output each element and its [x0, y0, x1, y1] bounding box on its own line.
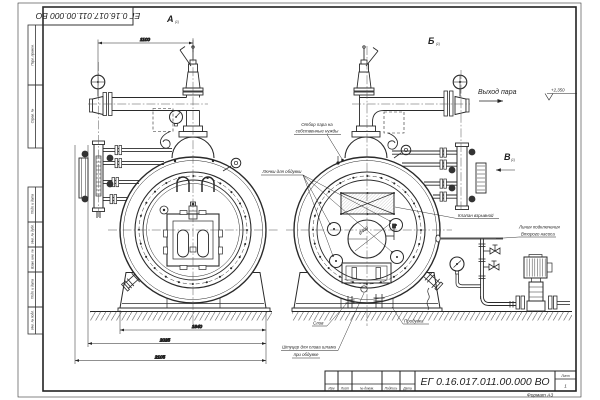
pressure-gauge-pump	[449, 256, 481, 288]
hand-holes	[327, 218, 404, 268]
col-izm: Изм	[329, 387, 336, 391]
view-label-v: В	[504, 152, 511, 162]
title-block: Изм Лист № докум. Подпись Дата ЕГ 0.16.0…	[324, 370, 577, 399]
centerlines	[88, 38, 470, 326]
svg-text:Клапан взрывной: Клапан взрывной	[458, 213, 494, 218]
margin-label: Инв. № дубл.	[30, 224, 34, 244]
dim-2025: 2025	[159, 338, 171, 343]
svg-text:при обдувке: при обдувке	[294, 352, 319, 357]
view-label-a-sub: (1)	[175, 20, 179, 24]
explosion-valve-port	[340, 192, 395, 215]
margin-label: Подп. и дата	[30, 194, 34, 214]
svg-text:Слив: Слив	[313, 321, 324, 326]
title-designation: ЕГ 0.16.017.011.00.000 ВО	[420, 376, 549, 388]
svg-text:Лючки для обдувки: Лючки для обдувки	[262, 169, 302, 174]
view-label-b-sub: (1)	[436, 42, 440, 46]
handwheel	[90, 74, 106, 90]
margin-stamp-labels: Перв. примен. Справ. № Подп. и дата Инв.…	[30, 11, 140, 330]
svg-text:Линия подключения: Линия подключения	[518, 225, 560, 230]
drain-label: Слив	[312, 302, 348, 327]
steam-outlet-label: Выход пара	[478, 88, 517, 96]
lifting-lug-right	[393, 144, 412, 159]
ground	[90, 311, 572, 321]
blowdown-label: Продувка	[391, 306, 429, 325]
margin-label: Инв. № подл.	[30, 310, 34, 330]
handwheel-right	[452, 74, 468, 90]
dim-1100: 1100	[140, 37, 150, 42]
bottom-stubs	[345, 285, 385, 308]
col-podp: Подпись	[385, 387, 398, 391]
sheet-word: Лист	[560, 374, 570, 378]
svg-text:собственные нужды: собственные нужды	[296, 129, 339, 134]
view-label-b: Б	[428, 36, 435, 46]
pump	[515, 254, 570, 312]
dim-2105: 2105	[154, 355, 166, 360]
pressure-gauge-left	[169, 110, 183, 127]
elevation-label: +2,350	[551, 88, 565, 93]
valve-1	[483, 244, 501, 255]
steam-tap-label: Отбор пара на собственные нужды	[294, 122, 344, 162]
lifting-lug	[222, 157, 242, 172]
svg-text:Продувка: Продувка	[404, 319, 424, 324]
col-data: Дата	[402, 387, 412, 391]
view-label-a: А	[166, 14, 174, 24]
feedwater-system	[435, 234, 570, 312]
sludge-label: Штуцер для слива шлама при обдувке	[281, 292, 365, 359]
format-label: Формат А3	[527, 393, 554, 399]
dia-label: Ø400	[357, 225, 370, 236]
explosion-valve-label: Клапан взрывной	[394, 206, 499, 219]
col-list: Лист	[340, 387, 350, 391]
bottom-port	[341, 262, 392, 284]
left-vessel	[78, 45, 271, 312]
svg-text:Второго насоса: Второго насоса	[521, 232, 555, 237]
col-doc: № докум.	[360, 387, 374, 391]
annotations: А (1) Б (1) В (1) Выход пара +2,350 Отбо…	[166, 14, 577, 359]
elevation-mark	[544, 93, 577, 101]
margin-label: Подп. и дата	[30, 279, 34, 299]
pump-line-label: Линия подключения Второго насоса	[495, 225, 560, 239]
center-fitting	[386, 223, 396, 240]
stamp-designation-rotated: ЕГ 0.16.017.011.00.000 ВО	[35, 11, 140, 21]
safety-valve-left	[179, 45, 204, 96]
dim-1640: 1640	[192, 324, 203, 329]
svg-text:Штуцер для слива шлама: Штуцер для слива шлама	[282, 345, 336, 350]
margin-label: Взам. инв. №	[30, 249, 34, 269]
drain-stub-diagonal-right	[423, 272, 444, 291]
margin-label: Справ. №	[30, 108, 34, 123]
sheet-number: 1	[564, 384, 567, 389]
margin-label: Перв. примен.	[30, 44, 34, 65]
svg-text:Отбор пара на: Отбор пара на	[301, 122, 333, 127]
sheet-frame	[17, 2, 582, 398]
right-vessel	[291, 45, 487, 312]
view-label-v-sub: (1)	[511, 158, 515, 162]
hatches-label: Лючки для обдувки	[261, 169, 393, 257]
drain-stub-diagonal	[120, 272, 141, 292]
valve-2	[483, 260, 500, 271]
dimensions: 1100 1640 2025 2105	[74, 37, 267, 364]
safety-valve-right	[353, 45, 379, 96]
water-gauge-right	[392, 142, 487, 210]
